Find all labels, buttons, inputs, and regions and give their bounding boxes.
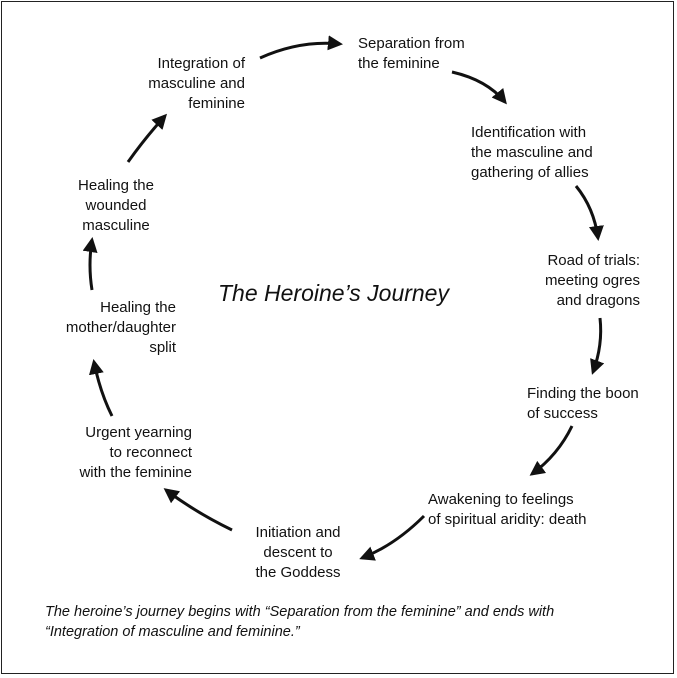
arrow-awakening-to-initiation — [359, 514, 426, 561]
arrow-trials-to-boon — [590, 317, 605, 375]
stage-healing-masculine: Healing the wounded masculine — [78, 177, 154, 234]
arrow-initiation-to-yearning — [163, 488, 233, 532]
arrow-healing-mother-to-healing-masculine — [82, 237, 98, 291]
diagram-title: The Heroine’s Journey — [218, 280, 449, 306]
stage-initiation: Initiation and descent to the Goddess — [255, 524, 341, 581]
arrow-yearning-to-healing-mother — [89, 359, 114, 417]
stage-boon: Finding the boon of success — [527, 385, 639, 422]
stage-identification: Identification with the masculine and ga… — [471, 124, 593, 181]
stage-separation: Separation from the feminine — [358, 35, 465, 72]
stage-urgent-yearning: Urgent yearning to reconnect with the fe… — [79, 424, 192, 481]
stage-awakening: Awakening to feelings of spiritual aridi… — [428, 491, 587, 528]
stage-road-of-trials: Road of trials: meeting ogres and dragon… — [544, 252, 640, 309]
arrow-healing-masculine-to-integration — [126, 113, 168, 163]
arrow-separation-to-identification — [451, 70, 507, 105]
stage-healing-mother-daughter: Healing the mother/daughter split — [65, 299, 176, 356]
figure-caption: The heroine’s journey begins with “Separ… — [45, 604, 555, 640]
arrow-integration-to-separation — [259, 35, 343, 60]
arrow-identification-to-trials — [574, 185, 604, 241]
stage-integration: Integration of masculine and feminine — [148, 55, 245, 112]
arrow-boon-to-awakening — [529, 425, 574, 476]
